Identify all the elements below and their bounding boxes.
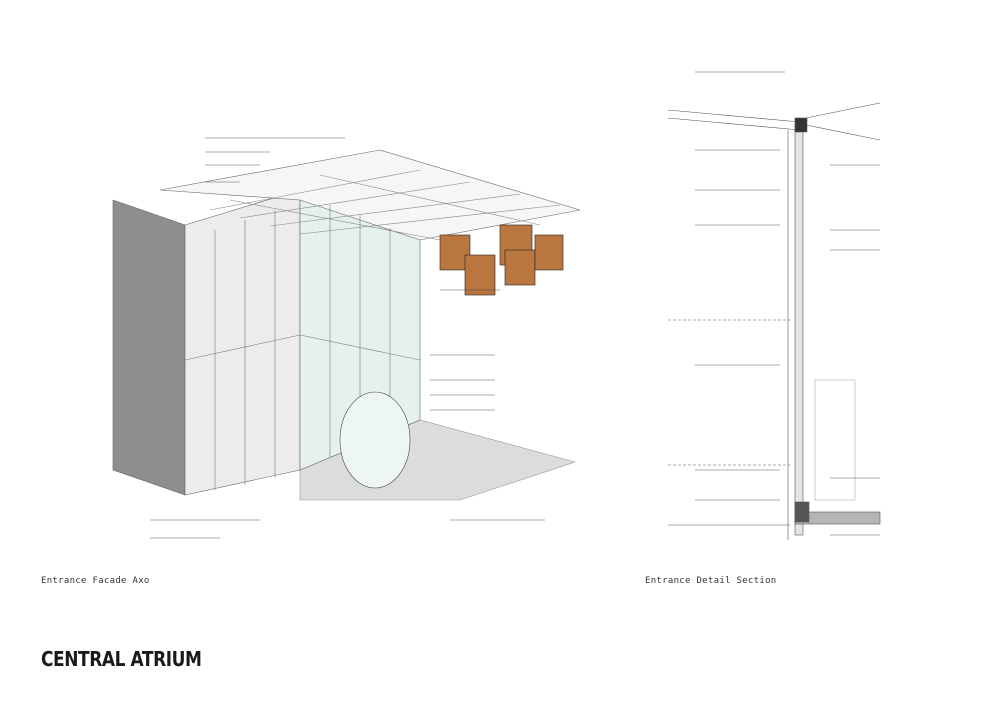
roof-line [667, 109, 801, 123]
timber-lanterns [439, 224, 564, 296]
solid-wall-panels [112, 199, 186, 496]
sheet-title: CENTRAL ATRIUM [41, 647, 202, 671]
annotation-leaders [695, 71, 880, 536]
axo-caption: Entrance Facade Axo [41, 576, 150, 586]
entrance-detail-section [667, 71, 881, 540]
annotation-leaders [150, 137, 545, 539]
section-caption: Entrance Detail Section [645, 576, 777, 586]
canopy-roof [805, 124, 881, 141]
side-glazing [184, 189, 301, 496]
revolving-door [339, 391, 411, 489]
entrance-facade-axo [112, 137, 581, 539]
roof-structure [209, 169, 561, 241]
mullion-column [794, 124, 804, 536]
